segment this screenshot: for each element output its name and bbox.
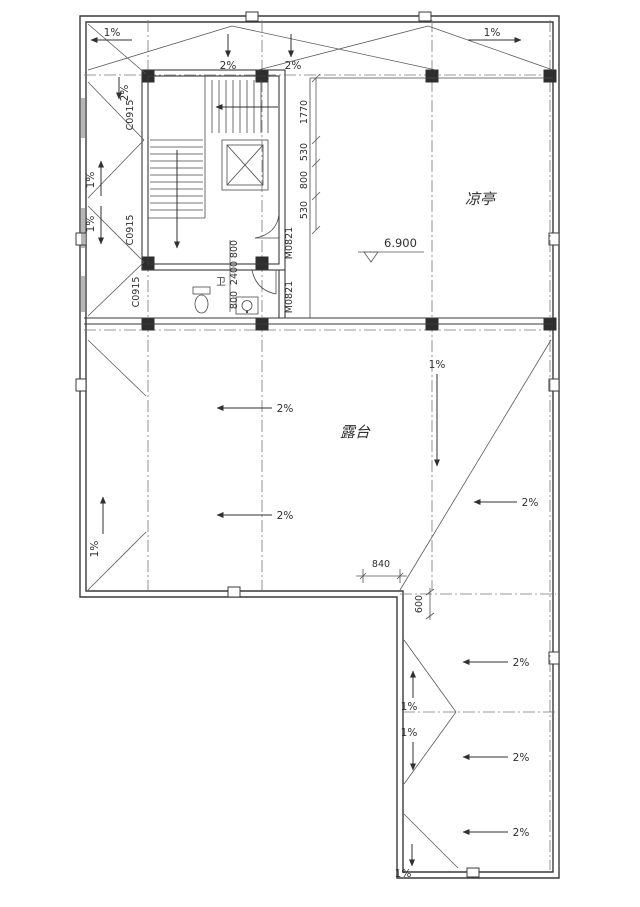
window-code-c0915-c: C0915 xyxy=(131,277,142,308)
wc-label: 卫 xyxy=(216,277,226,288)
grid-lines xyxy=(84,20,556,870)
elevation-value: 6.900 xyxy=(384,236,417,250)
opening-codes: C0915 C0915 C0915 M0821 M0821 xyxy=(125,100,295,314)
dim-530-a: 530 xyxy=(299,143,310,161)
dim-530-b: 530 xyxy=(299,201,310,219)
drain-dot xyxy=(245,310,249,314)
doors xyxy=(251,213,280,295)
slope-label-ext-1: 2% xyxy=(513,657,530,669)
window-code-c0915-b: C0915 xyxy=(125,215,136,246)
windows xyxy=(81,98,85,312)
slope-label-left-lower: 1% xyxy=(89,541,101,558)
slope-label-ext-3: 2% xyxy=(513,827,530,839)
slope-label-top-right: 1% xyxy=(484,27,501,39)
dim-800-b: 800 xyxy=(229,240,240,258)
door-code-m0821-a: M0821 xyxy=(284,227,295,259)
stair-core xyxy=(148,76,278,249)
pavilion-label: 凉亭 xyxy=(465,190,497,208)
dim-800-a: 800 xyxy=(299,171,310,189)
bathroom: 卫 xyxy=(192,277,259,315)
slope-label-terrace-right: 2% xyxy=(522,497,539,509)
dimensions: 1770 530 800 530 800 2400 800 840 600 xyxy=(229,73,435,620)
slope-label-ext-up: 1% xyxy=(401,701,418,713)
interior-walls xyxy=(84,69,553,325)
terrace-label: 露台 xyxy=(340,423,371,441)
slope-label-top-left: 1% xyxy=(104,27,121,39)
outer-walls xyxy=(79,15,560,879)
room-labels: 凉亭 露台 xyxy=(340,190,497,441)
door-code-m0821-b: M0821 xyxy=(284,281,295,313)
slope-label-terrace-1: 2% xyxy=(277,403,294,415)
elevation-marker: 6.900 xyxy=(358,236,424,263)
slope-label-ext-down: 1% xyxy=(401,727,418,739)
slope-label-left-down: 1% xyxy=(85,216,97,233)
window-code-c0915-a: C0915 xyxy=(125,100,136,131)
slope-label-terrace-2: 2% xyxy=(277,510,294,522)
slope-label-ridge-left: 2% xyxy=(220,60,237,72)
dim-800-c: 800 xyxy=(229,291,240,309)
dim-840: 840 xyxy=(372,559,390,570)
slope-label-ridge-right: 2% xyxy=(285,60,302,72)
dim-1770: 1770 xyxy=(299,100,310,124)
slope-label-left-top: 2% xyxy=(119,85,131,102)
slope-label-terrace-down: 1% xyxy=(429,359,446,371)
slope-label-ext-bottom: 1% xyxy=(395,868,412,880)
dim-600: 600 xyxy=(414,595,425,613)
wall-tabs xyxy=(75,11,560,878)
elevator-shaft xyxy=(221,139,269,191)
dim-2400: 2400 xyxy=(229,261,240,285)
slope-label-ext-2: 2% xyxy=(513,752,530,764)
slope-arrows: 1% 1% 2% 2% 2% 1% 1% 1% 2% 2% 1% 2% 2% 1… xyxy=(85,27,538,880)
slope-label-left-up: 1% xyxy=(85,172,97,189)
roof-slope-lines xyxy=(87,23,554,869)
